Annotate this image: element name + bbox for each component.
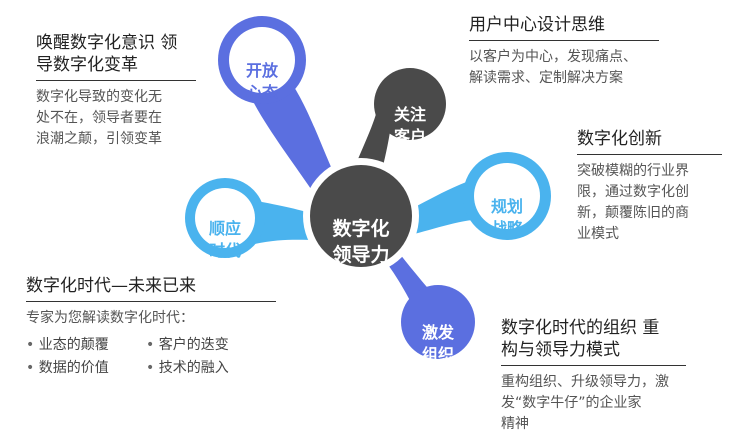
block-organization: 数字化时代的组织 重 构与领导力模式 重构组织、升级领导力，激 发“数字牛仔”的… xyxy=(501,317,686,435)
node-motivate xyxy=(401,285,475,359)
block-innovation-title: 数字化创新 xyxy=(577,129,662,149)
block-awaken-body: 数字化导致的变化无 处不在，领导者要在 浪潮之颠，引领变革 xyxy=(36,89,162,147)
arm-adapt xyxy=(250,200,318,245)
divider xyxy=(469,40,659,41)
block-era-bullets: 业态的颠覆 客户的迭变 数据的价值 技术的融入 xyxy=(26,335,276,378)
block-user-design-body: 以客户为中心，发现痛点、 解读需求、定制解决方案 xyxy=(469,49,637,86)
center-label: 数字化领导力 xyxy=(332,218,390,266)
center-node xyxy=(310,165,412,267)
node-open-label: 开放心态 xyxy=(245,61,278,102)
block-era-title: 数字化时代—未来已来 xyxy=(26,276,196,296)
block-era-intro: 专家为您解读数字化时代： xyxy=(26,310,194,326)
block-organization-body: 重构组织、升级领导力，激 发“数字牛仔”的企业家 精神 xyxy=(501,374,669,432)
node-strategy-label: 规划战略 xyxy=(490,197,523,238)
node-customer-label: 关注客户 xyxy=(393,105,426,146)
block-awaken: 唤醒数字化意识 领 导数字化变革 数字化导致的变化无 处不在，领导者要在 浪潮之… xyxy=(36,32,196,150)
block-innovation-body: 突破模糊的行业界 限，通过数字化创 新，颠覆陈旧的商 业模式 xyxy=(577,163,689,242)
block-awaken-title: 唤醒数字化意识 领 导数字化变革 xyxy=(36,33,178,75)
block-user-design-title: 用户中心设计思维 xyxy=(469,15,605,35)
list-item: 业态的颠覆 xyxy=(26,335,146,355)
node-strategy xyxy=(474,163,540,229)
block-innovation: 数字化创新 突破模糊的行业界 限，通过数字化创 新，颠覆陈旧的商 业模式 xyxy=(577,128,722,245)
divider xyxy=(36,80,196,81)
node-adapt xyxy=(195,188,255,248)
node-motivate-label: 激发组织 xyxy=(421,323,454,364)
node-customer xyxy=(374,68,446,140)
divider xyxy=(26,301,276,302)
node-adapt-label: 顺应时代 xyxy=(208,219,241,260)
block-organization-title: 数字化时代的组织 重 构与领导力模式 xyxy=(501,318,660,360)
list-item: 技术的融入 xyxy=(146,358,276,378)
divider xyxy=(501,365,686,366)
list-item: 数据的价值 xyxy=(26,358,146,378)
block-era: 数字化时代—未来已来 专家为您解读数字化时代： 业态的颠覆 客户的迭变 数据的价… xyxy=(26,275,276,378)
divider xyxy=(577,154,722,155)
list-item: 客户的迭变 xyxy=(146,335,276,355)
block-user-design: 用户中心设计思维 以客户为中心，发现痛点、 解读需求、定制解决方案 xyxy=(469,14,659,89)
node-open xyxy=(229,27,295,93)
